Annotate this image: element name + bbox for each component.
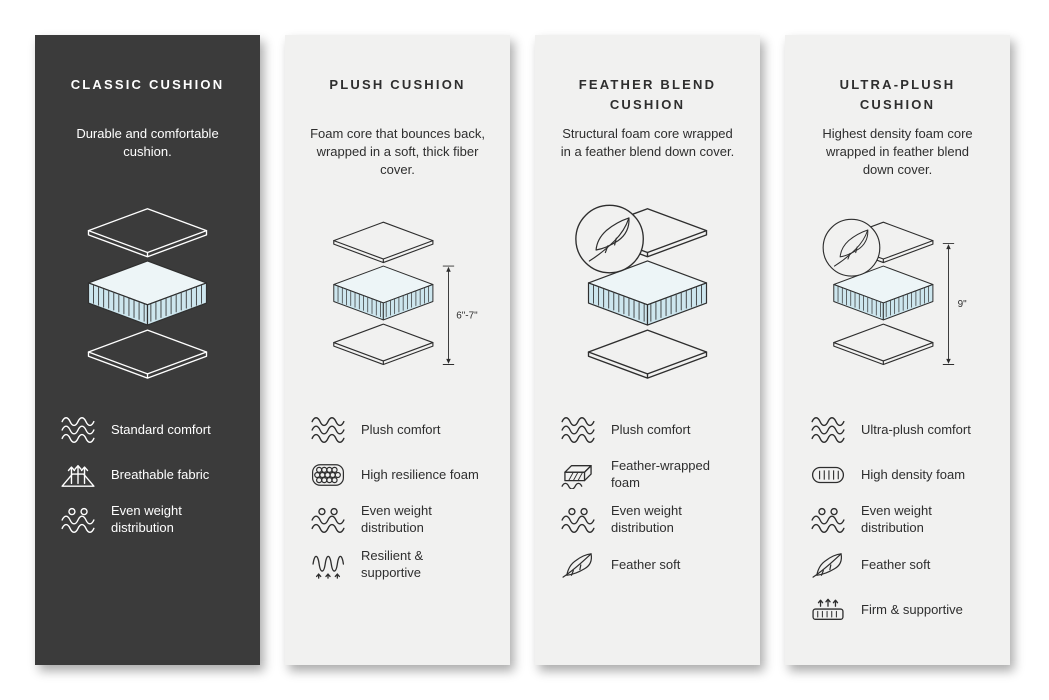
cushion-layers (333, 221, 434, 366)
feature-label: Even weight distribution (611, 503, 682, 535)
feature-row: Plush comfort (559, 413, 736, 447)
card-title: ULTRA-PLUSH CUSHION (839, 77, 956, 112)
measurement-bracket (942, 242, 955, 365)
feature-label: Even weight distribution (861, 503, 932, 535)
feature-label: Firm & supportive (861, 601, 963, 617)
feature-label: Standard comfort (111, 421, 211, 437)
feature-label: Resilient & supportive (361, 548, 424, 580)
card-ultra-plush-cushion: ULTRA-PLUSH CUSHION Highest density foam… (785, 35, 1010, 665)
feature-row: Even weight distribution (809, 503, 986, 537)
cushion-illustration (59, 187, 236, 399)
card-classic-cushion: CLASSIC CUSHION Durable and comfortable … (35, 35, 260, 665)
feature-row: Feather-wrapped foam (559, 458, 736, 492)
feature-label: Even weight distribution (361, 503, 432, 535)
feature-row: Plush comfort (309, 413, 486, 447)
breathable-fabric-icon (59, 461, 99, 489)
feature-label: Ultra-plush comfort (861, 421, 971, 437)
feature-row: Breathable fabric (59, 458, 236, 492)
feature-row: Even weight distribution (309, 503, 486, 537)
feature-row: Standard comfort (59, 413, 236, 447)
cushion-layers (87, 208, 208, 379)
even-weight-icon (309, 506, 349, 534)
measurement-label: 9" (958, 299, 968, 310)
feature-row: Feather soft (809, 548, 986, 582)
density-foam-icon (809, 461, 849, 489)
cushion-diagram (87, 208, 208, 379)
feather-badge (822, 218, 881, 277)
feature-label: Even weight distribution (111, 503, 182, 535)
card-plush-cushion: PLUSH CUSHION Foam core that bounces bac… (285, 35, 510, 665)
feature-label: Feather-wrapped foam (611, 458, 710, 490)
feature-list: Plush comfort High resilience foam Even … (309, 413, 486, 593)
cushion-illustration: 6"-7" (309, 187, 486, 399)
feather-icon (559, 551, 599, 579)
foam-bubbles-icon (309, 461, 349, 489)
feature-label: Feather soft (861, 556, 931, 572)
feature-row: Ultra-plush comfort (809, 413, 986, 447)
card-description: Foam core that bounces back, wrapped in … (310, 126, 485, 178)
even-weight-icon (59, 506, 99, 534)
feature-row: High density foam (809, 458, 986, 492)
cushion-illustration (559, 187, 736, 399)
feature-label: Breathable fabric (111, 466, 210, 482)
card-description: Durable and comfortable cushion. (76, 126, 219, 160)
feature-label: Plush comfort (361, 421, 441, 437)
cushion-diagram (575, 204, 708, 379)
feature-row: Resilient & supportive (309, 548, 486, 582)
feature-label: High resilience foam (361, 466, 479, 482)
feature-list: Standard comfort Breathable fabric Even … (59, 413, 236, 548)
card-description: Highest density foam core wrapped in fea… (822, 126, 973, 178)
card-title: PLUSH CUSHION (329, 77, 466, 92)
feature-row: Firm & supportive (809, 593, 986, 627)
feature-label: High density foam (861, 466, 966, 482)
feature-row: Even weight distribution (559, 503, 736, 537)
feature-label: Plush comfort (611, 421, 691, 437)
feature-list: Plush comfort Feather-wrapped foam Even … (559, 413, 736, 593)
feather-badge (575, 204, 644, 274)
feature-row: Even weight distribution (59, 503, 236, 537)
measurement-bracket (442, 265, 455, 365)
cushion-diagram: 6"-7" (333, 221, 478, 366)
card-description: Structural foam core wrapped in a feathe… (560, 126, 735, 160)
feature-row: Feather soft (559, 548, 736, 582)
cushion-illustration: 9" (809, 187, 986, 399)
cushion-diagram: 9" (822, 218, 968, 366)
spring-icon (309, 551, 349, 579)
even-weight-icon (559, 506, 599, 534)
wrapped-foam-icon (559, 461, 599, 489)
waves-icon (809, 416, 849, 444)
measurement-label: 6"-7" (456, 310, 478, 321)
feature-label: Feather soft (611, 556, 681, 572)
waves-icon (559, 416, 599, 444)
waves-icon (59, 416, 99, 444)
feature-list: Ultra-plush comfort High density foam Ev… (809, 413, 986, 638)
feather-icon (809, 551, 849, 579)
card-title: FEATHER BLEND CUSHION (578, 77, 717, 112)
card-feather-blend-cushion: FEATHER BLEND CUSHION Structural foam co… (535, 35, 760, 665)
feature-row: High resilience foam (309, 458, 486, 492)
card-title: CLASSIC CUSHION (70, 77, 225, 92)
waves-icon (309, 416, 349, 444)
even-weight-icon (809, 506, 849, 534)
firm-support-icon (809, 596, 849, 624)
